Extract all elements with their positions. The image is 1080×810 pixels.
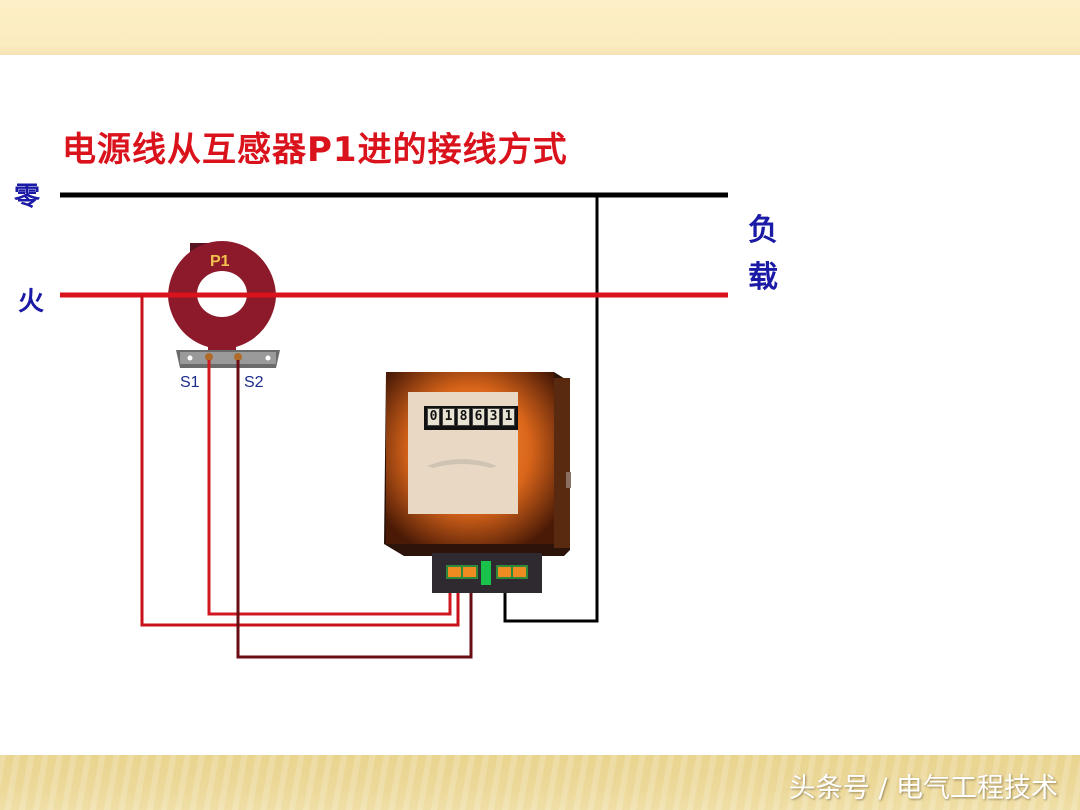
ct-p1-label: P1	[210, 253, 230, 270]
counter-digit: 1	[442, 408, 455, 426]
counter-digit: 3	[487, 408, 500, 426]
meter-counter: 0 1 8 6 3 1	[424, 406, 518, 430]
neutral-meter-wire	[503, 195, 599, 623]
load-label-top: 负	[748, 213, 778, 248]
live-label: 火	[18, 287, 45, 317]
s1-meter-wire	[207, 360, 452, 616]
watermark: 头条号 / 电气工程技术	[788, 773, 1058, 804]
counter-digit: 1	[502, 408, 515, 426]
counter-digit: 8	[457, 408, 470, 426]
live-meter-wire	[140, 295, 460, 627]
top-decorative-band	[0, 0, 1080, 55]
current-transformer	[168, 241, 280, 368]
counter-digit: 6	[472, 408, 485, 426]
neutral-label: 零	[14, 182, 41, 212]
ct-s2-label: S2	[244, 374, 264, 391]
slide-title: 电源线从互感器P1进的接线方式	[62, 130, 568, 170]
s2-meter-wire	[236, 360, 473, 659]
ct-s1-label: S1	[180, 374, 200, 391]
bottom-decorative-band	[0, 755, 1080, 810]
load-label-bottom: 载	[748, 260, 778, 295]
counter-digit: 0	[427, 408, 440, 426]
